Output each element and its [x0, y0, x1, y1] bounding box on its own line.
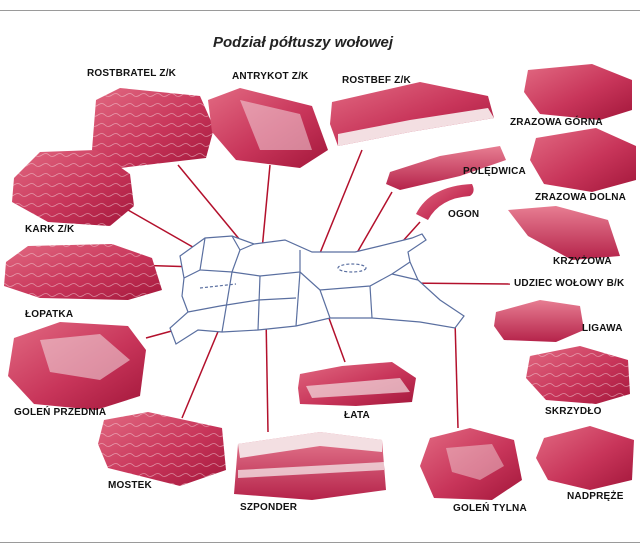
label-antrykot: ANTRYKOT Z/K	[232, 71, 309, 82]
label-skrzydlo: SKRZYDŁO	[545, 406, 602, 417]
krzyzowa-cut	[508, 206, 620, 260]
skrzydlo-cut	[526, 346, 630, 404]
ligawa-cut	[494, 300, 584, 342]
label-krzyzowa: KRZYŻOWA	[553, 256, 612, 267]
label-ogon: OGON	[448, 209, 480, 220]
label-zrazowa-dolna: ZRAZOWA DOLNA	[535, 192, 627, 203]
label-rostbratel: ROSTBRATEL Z/K	[87, 68, 177, 79]
ogon-cut	[416, 184, 474, 220]
page-title: Podział półtuszy wołowej	[213, 34, 394, 51]
golen-tylna-cut	[420, 428, 522, 500]
carcass-outline	[169, 233, 465, 345]
label-lata: ŁATA	[344, 410, 370, 421]
leader-rostbef	[317, 149, 363, 259]
zrazowa-dolna-cut	[530, 128, 636, 192]
golen-przednia-cut	[8, 322, 146, 410]
top-divider	[0, 10, 640, 11]
mostek-cut	[98, 412, 226, 486]
antrykot-cut	[208, 88, 328, 168]
label-udziec: UDZIEC WOŁOWY B/K	[514, 278, 625, 289]
label-kark: KARK Z/K	[25, 224, 75, 235]
lopatka-cut	[4, 244, 162, 300]
label-poledwica: POLĘDWICA	[463, 166, 526, 177]
label-golen-przednia: GOLEŃ PRZEDNIA	[14, 407, 107, 418]
label-lopatka: ŁOPATKA	[25, 309, 74, 320]
leader-ogon	[401, 221, 421, 243]
carcass-diagram	[169, 233, 465, 345]
meat-pieces	[4, 64, 636, 500]
label-golen-tylna: GOLEŃ TYLNA	[453, 503, 527, 514]
leader-antrykot	[261, 164, 271, 251]
lata-cut	[298, 362, 416, 406]
label-mostek: MOSTEK	[108, 480, 152, 491]
leader-rostbratel	[177, 164, 241, 241]
label-rostbef: ROSTBEF Z/K	[342, 75, 411, 86]
label-nadpreze: NADPRĘŻE	[567, 491, 624, 502]
rostbratel-cut	[92, 88, 214, 168]
nadpreze-cut	[536, 426, 634, 490]
label-zrazowa-gorna: ZRAZOWA GÓRNA	[510, 117, 603, 128]
label-szponder: SZPONDER	[240, 502, 298, 513]
poledwica-cut	[386, 146, 506, 190]
bottom-divider	[0, 542, 640, 543]
leader-mostek	[181, 321, 223, 419]
label-ligawa: LIGAWA	[582, 323, 623, 334]
szponder-cut	[234, 432, 386, 500]
zrazowa-gorna-cut	[524, 64, 632, 120]
kark-cut	[12, 150, 134, 226]
leader-kark	[127, 209, 199, 251]
leader-szponder	[265, 314, 269, 433]
rostbef-cut	[330, 82, 494, 146]
leader-golen-tylna	[454, 319, 459, 429]
